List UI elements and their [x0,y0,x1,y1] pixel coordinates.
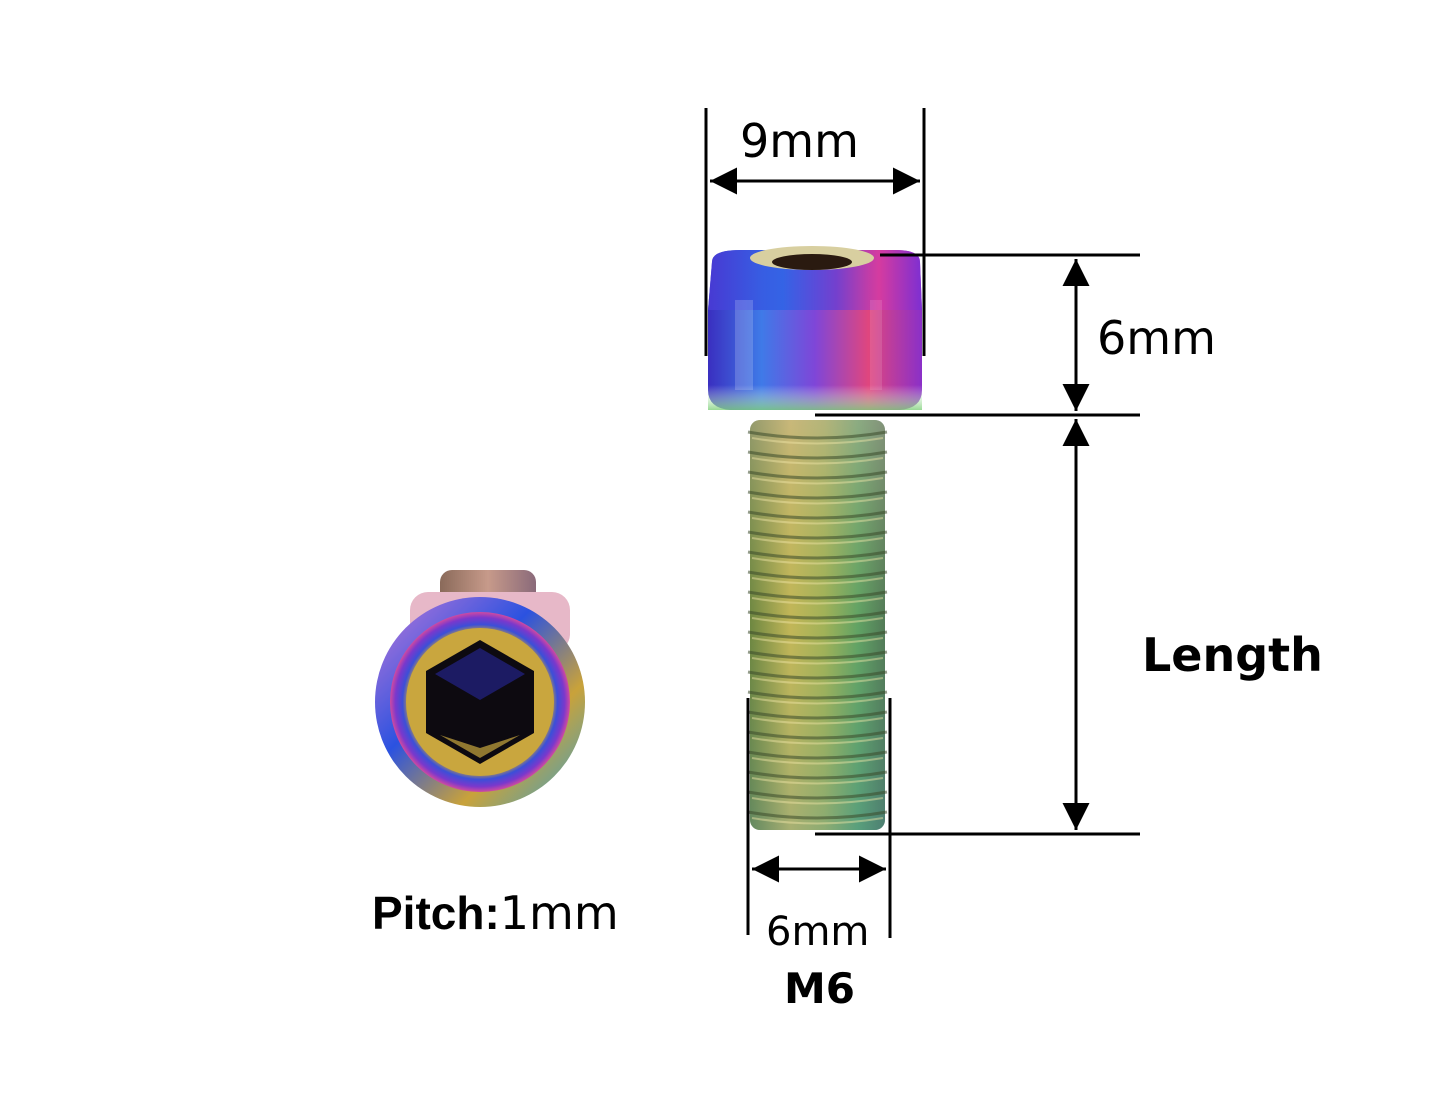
thread-highlight [751,697,884,705]
thread-highlight [751,817,884,825]
thread-ridge [747,750,888,760]
thread-highlight [751,517,884,525]
thread-diameter-label: 6mm [766,909,870,955]
thread-ridge [747,770,888,780]
thread-highlight [751,537,884,545]
thread-highlight [751,717,884,725]
thread-ridge [747,550,888,560]
thread-ridge [747,530,888,540]
thread-ridge [747,650,888,660]
bolt-side-view-icon [708,246,922,830]
thread-highlight [751,637,884,645]
thread-highlight [751,597,884,605]
thread-ridge [747,690,888,700]
thread-ridge [747,490,888,500]
thread-ridge [747,470,888,480]
thread-size-label: M6 [784,964,856,1013]
bolt-end-view-icon [375,570,585,807]
thread-highlight [751,777,884,785]
thread-highlight [751,657,884,665]
thread-highlight [751,797,884,805]
thread-ridge [747,670,888,680]
thread-ridge [747,790,888,800]
thread-ridge [747,570,888,580]
thread-ridge [747,630,888,640]
thread-ridge [747,610,888,620]
thread-highlight [751,477,884,485]
thread-highlight [751,677,884,685]
thread-highlight [751,457,884,465]
head-height-label: 6mm [1097,311,1216,365]
thread-ridge [747,710,888,720]
pitch-key: Pitch: [372,887,500,939]
thread-ridge [747,730,888,740]
thread-highlight [751,497,884,505]
pitch-value: 1mm [499,886,619,940]
thread-ridge [747,590,888,600]
thread-highlight [751,557,884,565]
length-label: Length [1142,628,1323,682]
thread-ridge [747,450,888,460]
thread-highlight [751,437,884,445]
thread-ridge [747,510,888,520]
thread-ridge [747,810,888,820]
thread-ridge [747,430,888,440]
thread-highlight [751,737,884,745]
head-width-label: 9mm [740,114,859,168]
thread-highlight [751,757,884,765]
thread-highlight [751,617,884,625]
pitch-label: Pitch:1mm [372,890,619,936]
dimension-lines [704,108,1140,938]
thread-highlight [751,577,884,585]
thread-ridges [747,430,888,825]
